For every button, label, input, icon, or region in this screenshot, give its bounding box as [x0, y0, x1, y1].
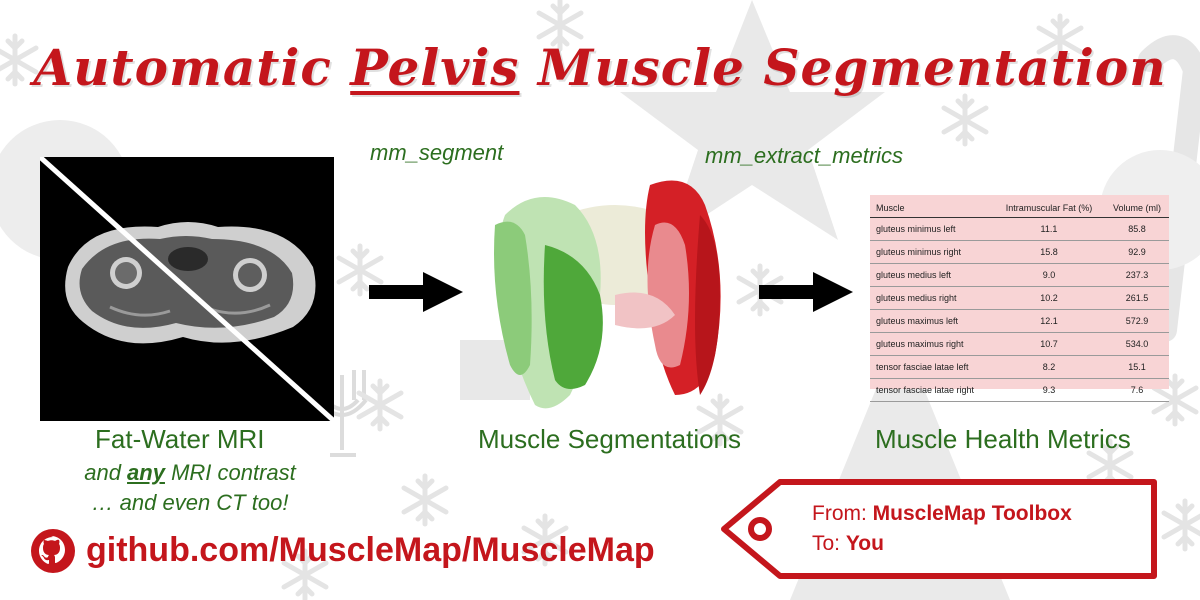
cell-fat: 11.1 — [993, 217, 1103, 241]
col-volume: Volume (ml) — [1102, 195, 1169, 218]
title-emphasis: Pelvis — [350, 38, 520, 97]
cell-fat: 15.8 — [993, 240, 1103, 264]
arrow-right-icon — [369, 272, 463, 312]
arrow-right-icon — [759, 272, 853, 312]
metrics-command-label: mm_extract_metrics — [705, 143, 904, 168]
tag-from-value: MuscleMap Toolbox — [872, 502, 1072, 525]
input-subcaption: and any MRI contrast — [84, 460, 296, 485]
segmentation-render — [494, 180, 721, 409]
ct-subcaption: … and even CT too! — [91, 490, 289, 515]
cell-volume: 92.9 — [1102, 240, 1169, 264]
cell-volume: 572.9 — [1102, 309, 1169, 333]
cell-fat: 9.3 — [993, 378, 1103, 402]
cell-volume: 237.3 — [1102, 263, 1169, 287]
cell-fat: 8.2 — [993, 355, 1103, 379]
github-link[interactable]: github.com/MuscleMap/MuscleMap — [86, 531, 655, 569]
any-emphasis: any — [127, 460, 165, 485]
cell-volume: 261.5 — [1102, 286, 1169, 310]
tag-from: From: MuscleMap Toolbox — [812, 502, 1072, 525]
cell-fat: 10.7 — [993, 332, 1103, 356]
tag-to-value: You — [845, 532, 884, 555]
cell-muscle: gluteus medius right — [870, 286, 994, 310]
github-icon[interactable] — [30, 528, 76, 574]
col-intramuscular-fat: Intramuscular Fat (%) — [993, 195, 1103, 218]
cell-volume: 85.8 — [1102, 217, 1169, 241]
tag-to: To: You — [812, 532, 884, 555]
metrics-caption: Muscle Health Metrics — [875, 424, 1131, 454]
cell-fat: 10.2 — [993, 286, 1103, 310]
cell-muscle: gluteus minimus right — [870, 240, 994, 264]
metrics-table: Muscle Intramuscular Fat (%) Volume (ml)… — [870, 195, 1169, 402]
segment-command-label: mm_segment — [370, 140, 504, 165]
cell-muscle: tensor fasciae latae left — [870, 355, 994, 379]
cell-muscle: gluteus medius left — [870, 263, 994, 287]
cell-volume: 15.1 — [1102, 355, 1169, 379]
cell-muscle: gluteus minimus left — [870, 217, 994, 241]
segmentation-caption: Muscle Segmentations — [478, 424, 742, 454]
cell-muscle: gluteus maximus left — [870, 309, 994, 333]
cell-fat: 12.1 — [993, 309, 1103, 333]
mri-image — [40, 157, 334, 421]
cell-volume: 7.6 — [1102, 378, 1169, 402]
page-title: Automatic Pelvis Muscle Segmentation — [33, 38, 1167, 97]
gift-tag-icon — [721, 479, 1157, 579]
cell-fat: 9.0 — [993, 263, 1103, 287]
cell-volume: 534.0 — [1102, 332, 1169, 356]
input-caption: Fat-Water MRI — [95, 424, 265, 454]
col-muscle: Muscle — [870, 195, 994, 218]
cell-muscle: tensor fasciae latae right — [870, 378, 994, 402]
table-header-row: Muscle Intramuscular Fat (%) Volume (ml) — [870, 195, 1169, 218]
cell-muscle: gluteus maximus right — [870, 332, 994, 356]
